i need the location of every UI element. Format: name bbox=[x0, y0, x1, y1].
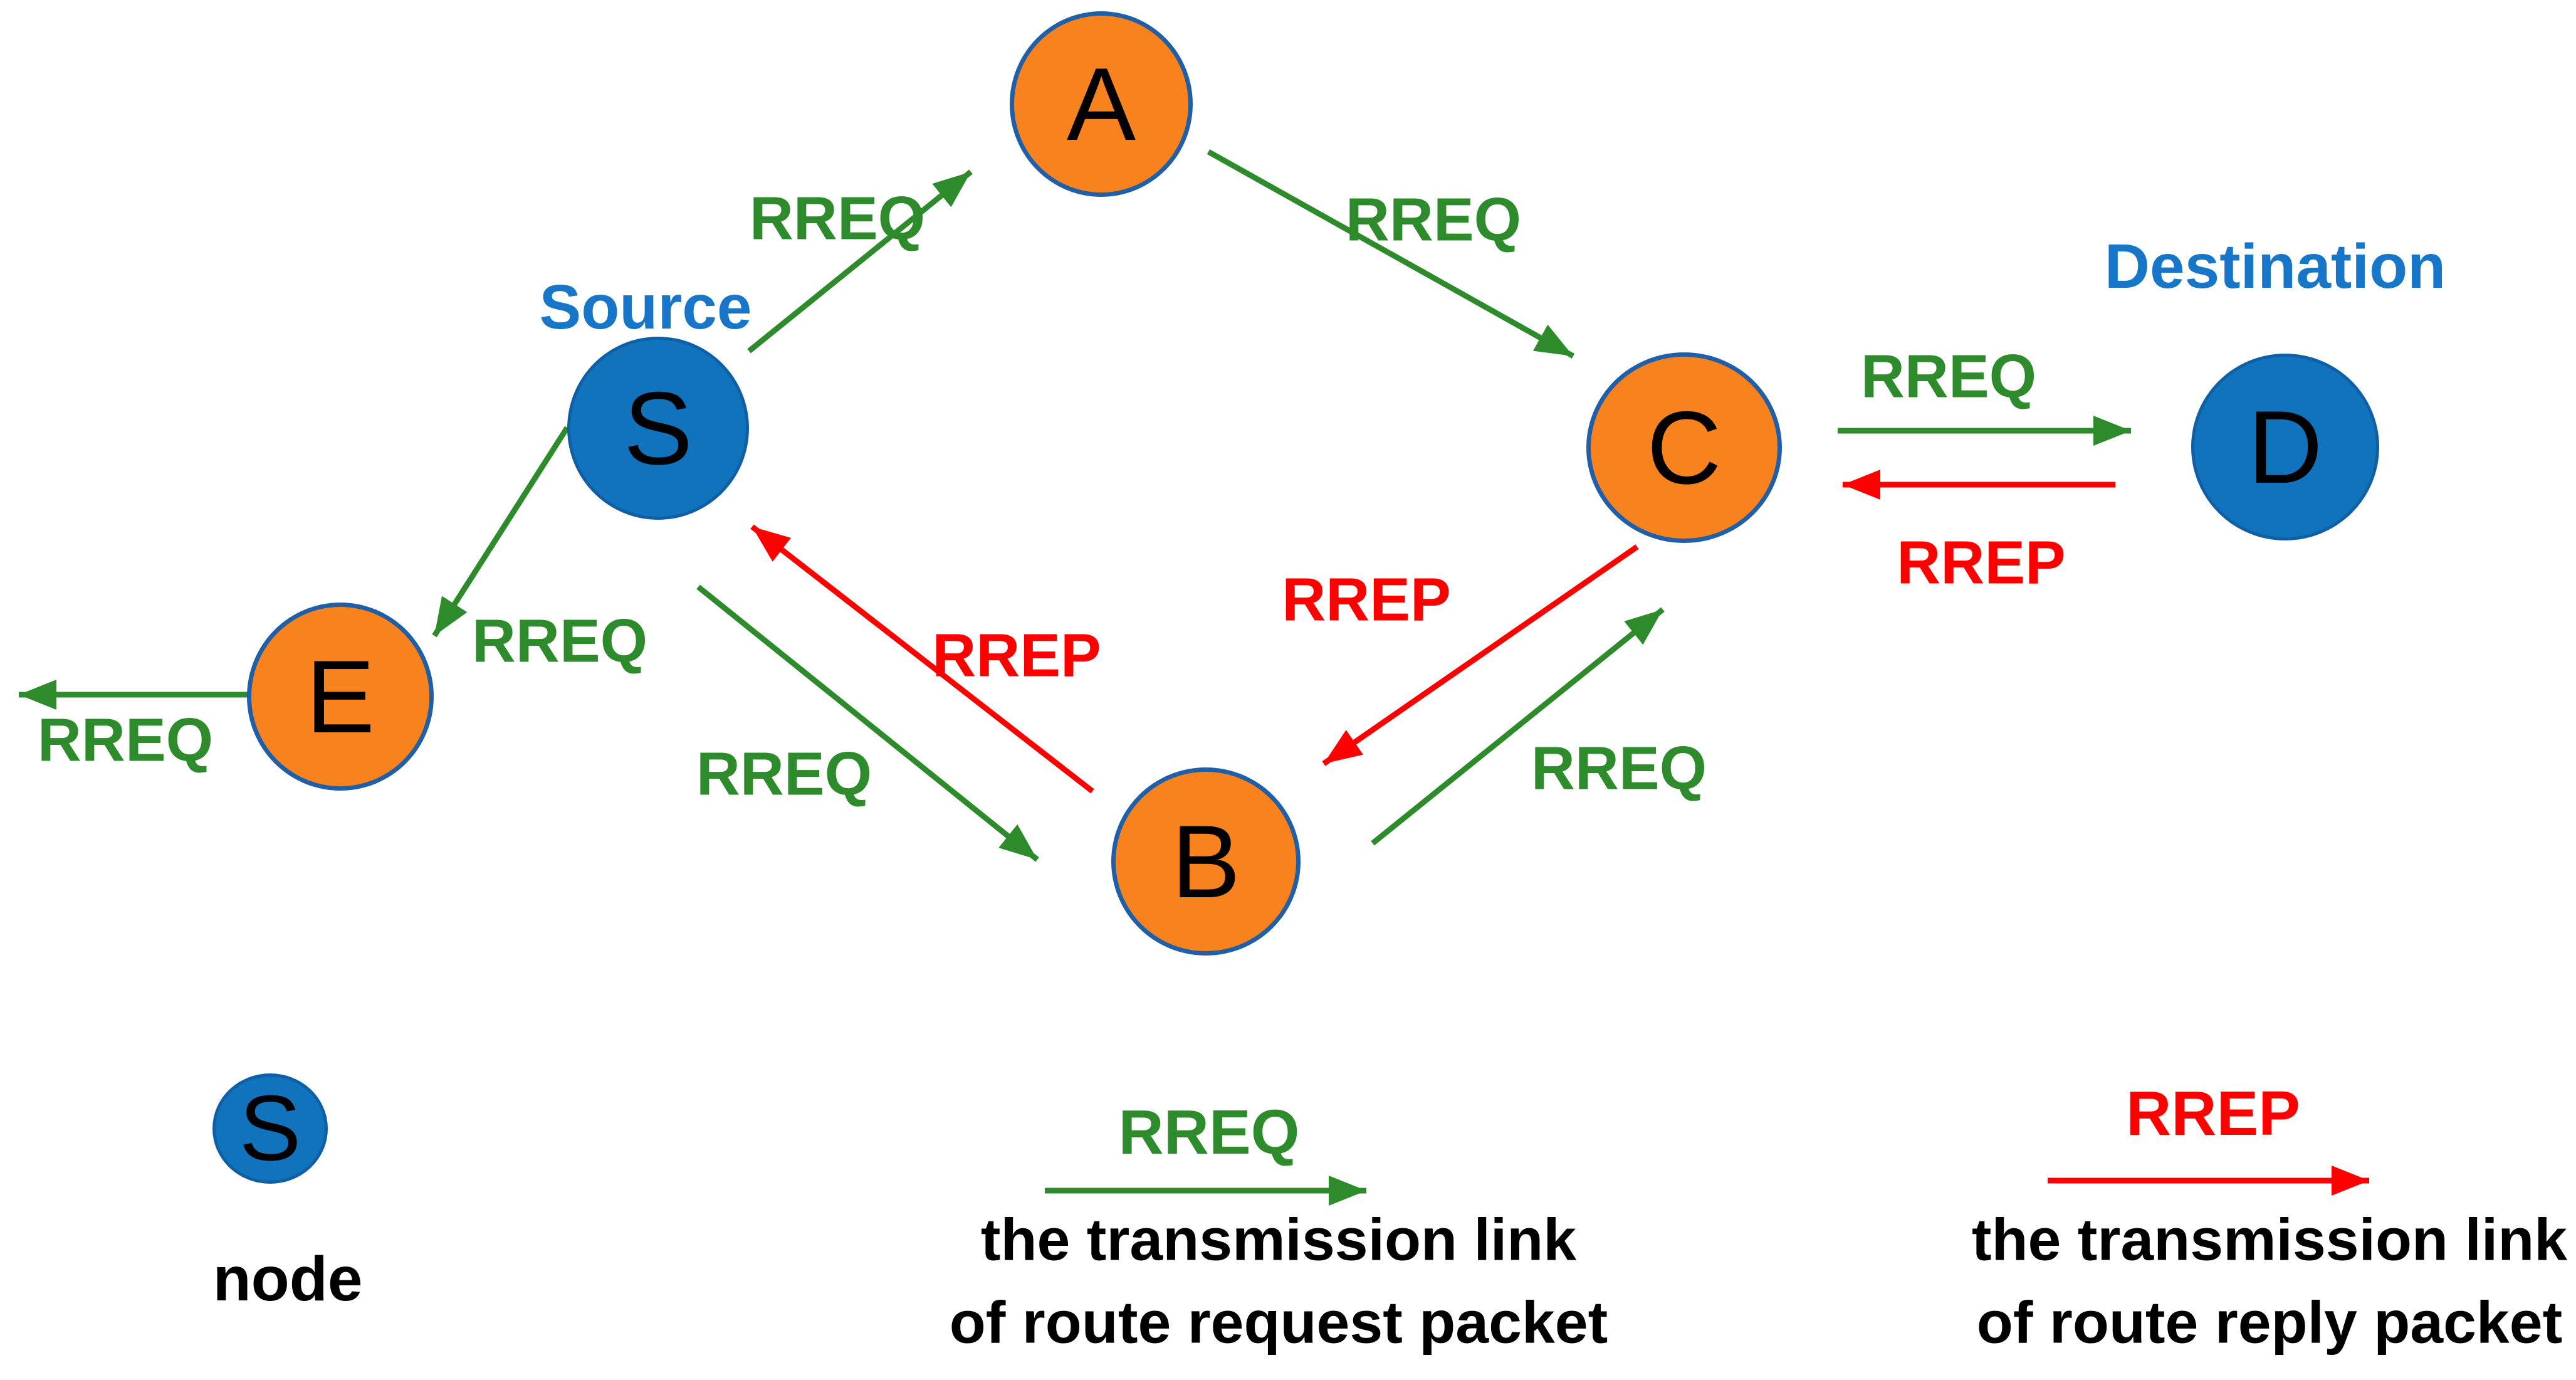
node-S-caption: Source bbox=[539, 272, 752, 342]
node-S: S bbox=[567, 337, 749, 520]
node-A-letter: A bbox=[1066, 46, 1136, 162]
edge-a-c-arrow bbox=[1207, 149, 1575, 359]
legend-node-letter: S bbox=[239, 1077, 301, 1180]
node-D: D bbox=[2191, 354, 2379, 540]
edge-label-d-c: RREP bbox=[1897, 528, 2066, 597]
edge-b-c-arrow bbox=[1371, 607, 1665, 846]
legend-rrep-description-line2: of route reply packet bbox=[1976, 1289, 2563, 1356]
node-E: E bbox=[247, 603, 434, 791]
edge-label-b-s: RREP bbox=[932, 621, 1101, 690]
edge-s-b-arrow bbox=[696, 584, 1039, 862]
legend-node-symbol: S bbox=[212, 1073, 328, 1184]
edge-c-b-arrow bbox=[1322, 544, 1639, 766]
node-D-letter: D bbox=[2248, 389, 2323, 505]
legend-rrep-title: RREP bbox=[2126, 1078, 2300, 1149]
edge-label-a-c: RREQ bbox=[1345, 185, 1522, 254]
legend-rreq-description-line1: the transmission link bbox=[980, 1206, 1577, 1273]
edge-label-s-b: RREQ bbox=[696, 739, 872, 808]
edge-s-a-arrow bbox=[747, 169, 973, 354]
edge-label-e-out: RREQ bbox=[37, 705, 214, 774]
edge-b-s-arrow bbox=[750, 524, 1094, 794]
legend-rreq-description-line2: of route request packet bbox=[949, 1289, 1608, 1356]
edge-label-c-b: RREP bbox=[1282, 565, 1451, 634]
edge-label-s-e: RREQ bbox=[471, 606, 648, 675]
legend-rrep-description-line1: the transmission link bbox=[1971, 1206, 2568, 1273]
edge-s-e-arrow bbox=[432, 426, 570, 638]
legend-rreq-title: RREQ bbox=[1118, 1097, 1300, 1167]
node-D-caption: Destination bbox=[2104, 231, 2446, 302]
node-S-letter: S bbox=[623, 370, 693, 486]
node-B-letter: B bbox=[1171, 803, 1241, 919]
node-C: C bbox=[1586, 352, 1782, 543]
node-C-letter: C bbox=[1647, 389, 1722, 505]
edge-label-s-a: RREQ bbox=[749, 184, 926, 253]
node-B: B bbox=[1111, 767, 1301, 956]
node-E-letter: E bbox=[305, 638, 375, 754]
edge-label-c-d: RREQ bbox=[1860, 342, 2037, 411]
node-A: A bbox=[1010, 11, 1193, 197]
edge-label-b-c: RREQ bbox=[1531, 734, 1707, 803]
legend-node-label: node bbox=[212, 1244, 363, 1314]
